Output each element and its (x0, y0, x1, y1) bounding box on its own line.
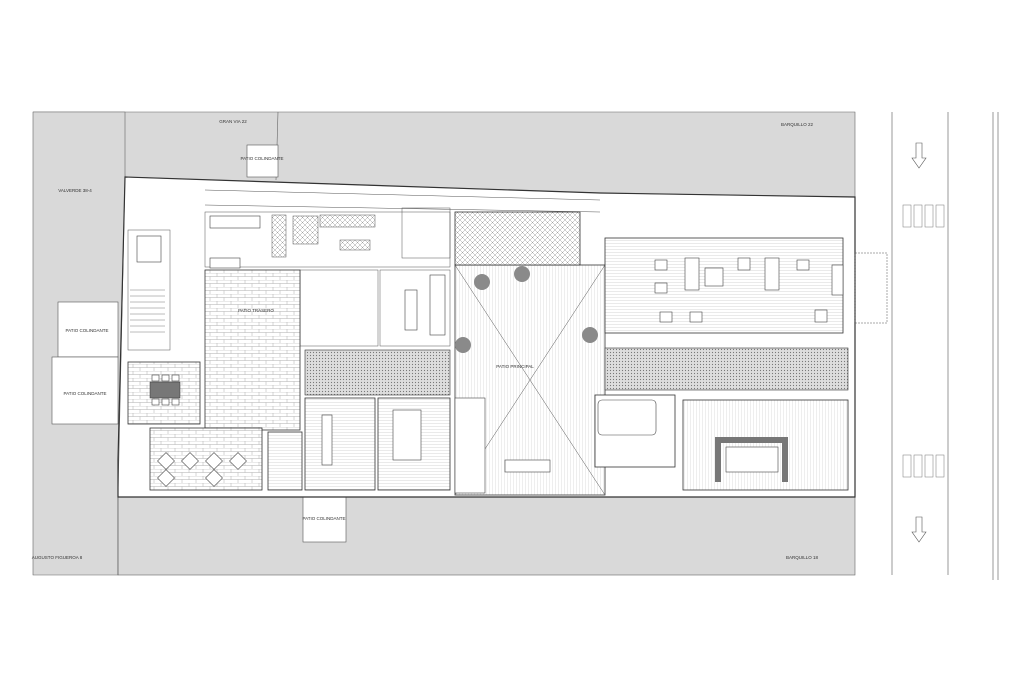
building (117, 176, 856, 498)
arrow-down-icon (911, 142, 927, 169)
street-label-bottom-right: BARQUILLO 18 (786, 555, 819, 560)
patio-label: PATIO COLINDANTE (240, 156, 283, 161)
adjacent-patio-2: PATIO COLINDANTE (57, 301, 119, 358)
street-label-left: VALVERDE 38-4 (58, 188, 92, 193)
chairs (151, 374, 180, 406)
stair (267, 431, 303, 491)
rear-patio-label: PATIO TRASERO (238, 308, 274, 313)
rear-patio: PATIO TRASERO (204, 269, 301, 431)
adjacent-patio-4: PATIO COLINDANTE (302, 496, 347, 543)
dotted-garden (304, 349, 451, 396)
bar-lounge (682, 399, 849, 491)
lounge-furniture (654, 257, 844, 323)
terrace-tables (157, 452, 247, 487)
dining-table (149, 381, 181, 399)
patio-label: PATIO COLINDANTE (302, 516, 345, 521)
neighbor-buildings (32, 111, 856, 576)
arrow-down-icon (911, 516, 927, 543)
main-patio: PATIO PRINCIPAL (454, 264, 606, 496)
lounge (604, 237, 844, 334)
adjacent-patio-3: PATIO COLINDANTE (51, 356, 119, 425)
street (854, 112, 999, 580)
bar-counter (715, 437, 788, 482)
meeting-room-1 (304, 397, 376, 491)
main-patio-label: PATIO PRINCIPAL (496, 364, 534, 369)
street-label-top-left: GRAN VIA 22 (219, 119, 247, 124)
trees (455, 266, 598, 353)
street-label-bottom-left: AUGUSTO FIGUEROA 8 (32, 555, 83, 560)
dotted-garden-right (604, 347, 849, 391)
street-label-top-right: BARQUILLO 22 (781, 122, 814, 127)
adjacent-patio-1: PATIO COLINDANTE (240, 144, 284, 178)
patio-label: PATIO COLINDANTE (65, 328, 108, 333)
patio-label: PATIO COLINDANTE (63, 391, 106, 396)
restrooms (454, 211, 581, 266)
